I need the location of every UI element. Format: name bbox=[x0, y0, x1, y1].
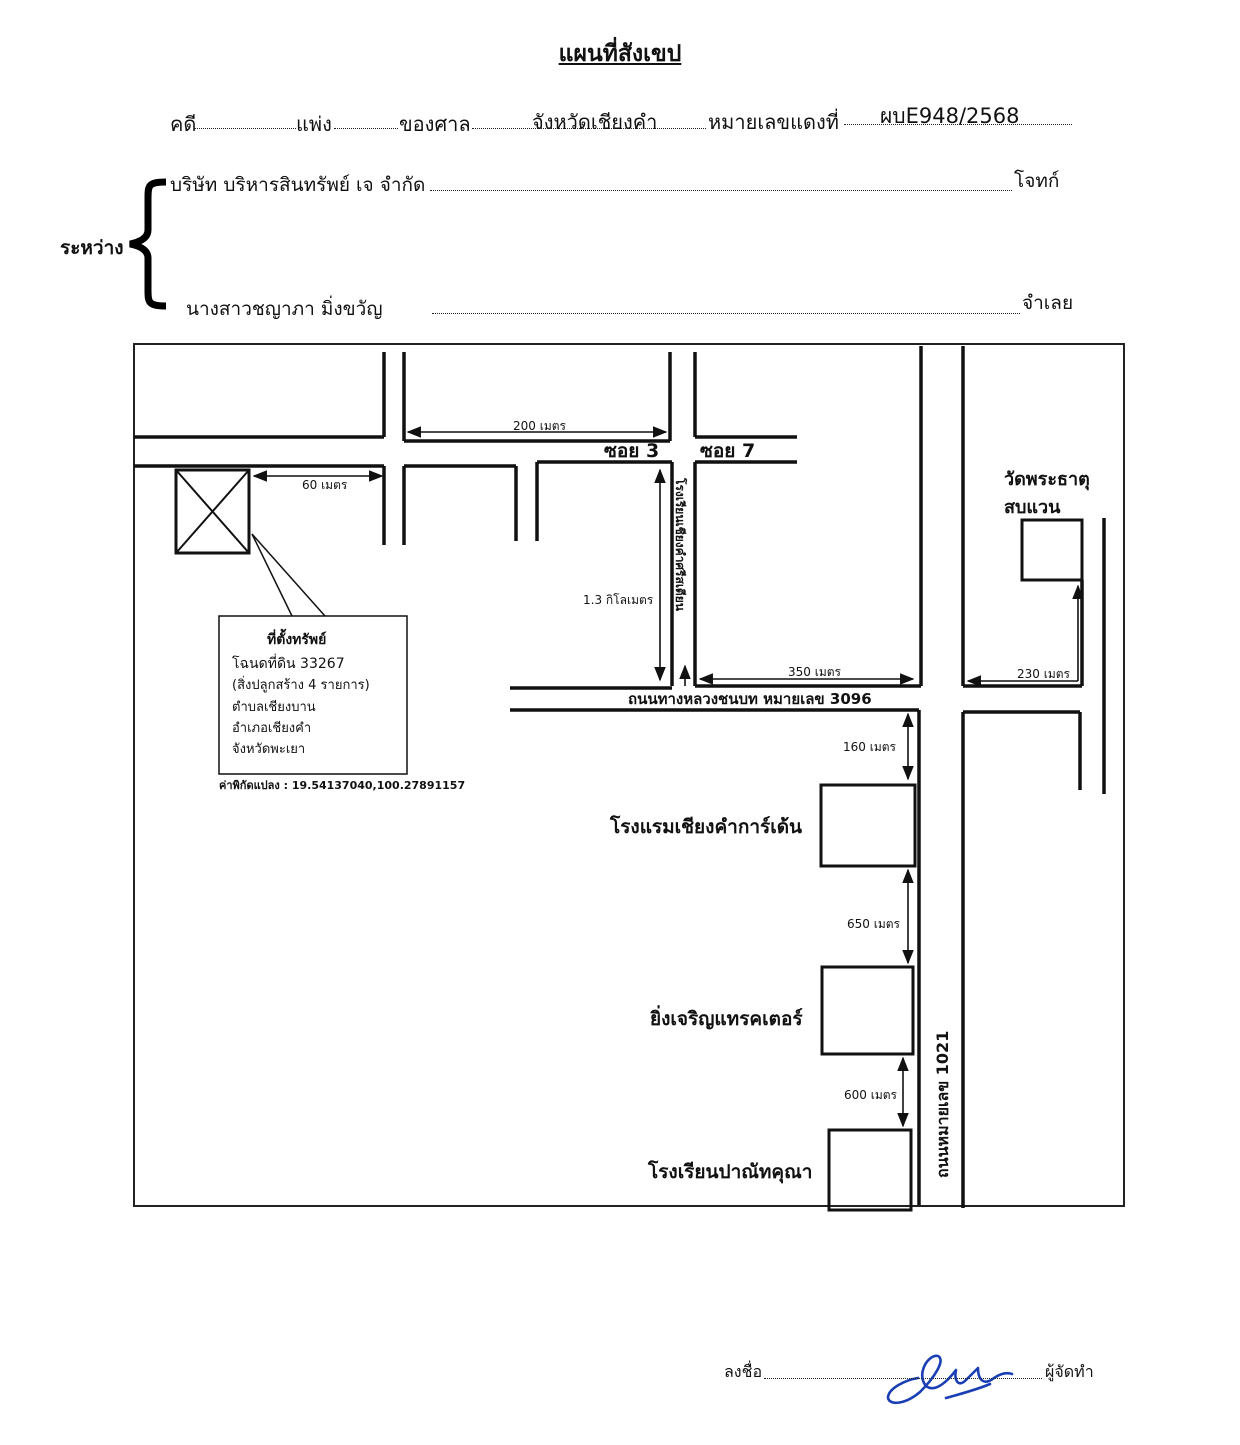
temple-building bbox=[1020, 518, 1084, 582]
distance-350m-label: 350 เมตร bbox=[788, 665, 842, 679]
between-label: ระหว่าง bbox=[60, 237, 124, 259]
property-line-province: จังหวัดพะเยา bbox=[232, 742, 305, 757]
property-info-box bbox=[218, 615, 408, 775]
case-label: คดี bbox=[170, 112, 197, 136]
property-title: ที่ตั้งทรัพย์ bbox=[267, 628, 326, 648]
property-line-buildings: (สิ่งปลูกสร้าง 4 รายการ) bbox=[232, 676, 370, 693]
dotted-line bbox=[194, 128, 296, 129]
signature-line bbox=[764, 1378, 1042, 1379]
dotted-line bbox=[432, 313, 1020, 314]
red-number-value: ผบE948/2568 bbox=[880, 104, 1020, 128]
distance-600m-label: 600 เมตร bbox=[844, 1088, 898, 1102]
handwritten-signature bbox=[886, 1354, 1014, 1405]
tractor-shop-label: ยิ่งเจริญแทรคเตอร์ bbox=[650, 1005, 803, 1030]
plaintiff-name: บริษัท บริหารสินทรัพย์ เจ จำกัด bbox=[170, 174, 426, 196]
plaintiff-role: โจทก์ bbox=[1014, 170, 1060, 192]
distance-60m-label: 60 เมตร bbox=[302, 478, 348, 492]
defendant-role: จำเลย bbox=[1022, 292, 1074, 314]
dotted-line bbox=[844, 124, 1072, 125]
hotel-label: โรงแรมเชียงคำการ์เด้น bbox=[609, 815, 802, 838]
hotel-building bbox=[819, 783, 917, 868]
soi-3-label: ซอย 3 bbox=[604, 440, 659, 462]
property-marker bbox=[174, 468, 326, 617]
distance-1-3km-label: 1.3 กิโลเมตร bbox=[583, 593, 654, 607]
road-1021-label: ถนนหมายเลข 1021 bbox=[933, 1031, 952, 1178]
property-line-subdistrict: ตำบลเชียงบาน bbox=[232, 699, 316, 715]
page-title: แผนที่สังเขป bbox=[0, 36, 1240, 72]
signer-role: ผู้จัดทำ bbox=[1045, 1362, 1094, 1381]
dotted-line bbox=[334, 128, 398, 129]
court-name: จังหวัดเชียงคำ bbox=[532, 110, 658, 134]
dotted-line bbox=[430, 190, 1012, 191]
dotted-line bbox=[472, 128, 706, 129]
curly-brace bbox=[129, 178, 167, 310]
distance-arrows bbox=[252, 426, 1084, 1128]
red-number-label: หมายเลขแดงที่ bbox=[708, 110, 839, 134]
distance-230m-label: 230 เมตร bbox=[1017, 667, 1071, 681]
school-label: โรงเรียนปาณัทคุณา bbox=[647, 1160, 812, 1184]
tractor-shop-building bbox=[820, 965, 915, 1056]
case-type: แพ่ง bbox=[296, 112, 332, 136]
page-title-text: แผนที่สังเขป bbox=[558, 41, 682, 67]
property-coordinates: ค่าพิกัดแปลง : 19.54137040,100.27891157 bbox=[219, 779, 465, 792]
temple-label-line-1: วัดพระธาตุ bbox=[1004, 469, 1090, 491]
sign-label: ลงชื่อ bbox=[724, 1362, 763, 1381]
map-frame bbox=[133, 343, 1125, 1207]
property-line-deed: โฉนดที่ดิน 33267 bbox=[232, 654, 345, 672]
court-label: ของศาล bbox=[399, 112, 471, 136]
road-lines bbox=[134, 346, 1106, 1208]
distance-650m-label: 650 เมตร bbox=[847, 917, 901, 931]
property-line-district: อำเภอเชียงคำ bbox=[232, 720, 311, 736]
soi-7-label: ซอย 7 bbox=[700, 440, 755, 462]
school-building bbox=[827, 1128, 913, 1212]
school-lane-label: โรงเรียนเชียงคำศรีสเตียน bbox=[673, 477, 688, 612]
defendant-name: นางสาวชญาภา มิ่งขวัญ bbox=[186, 298, 383, 320]
distance-200m-label: 200 เมตร bbox=[513, 419, 567, 433]
temple-label-line-2: สบแวน bbox=[1004, 497, 1061, 518]
road-3096-label: ถนนทางหลวงชนบท หมายเลข 3096 bbox=[628, 690, 872, 708]
distance-160m-label: 160 เมตร bbox=[843, 740, 897, 754]
